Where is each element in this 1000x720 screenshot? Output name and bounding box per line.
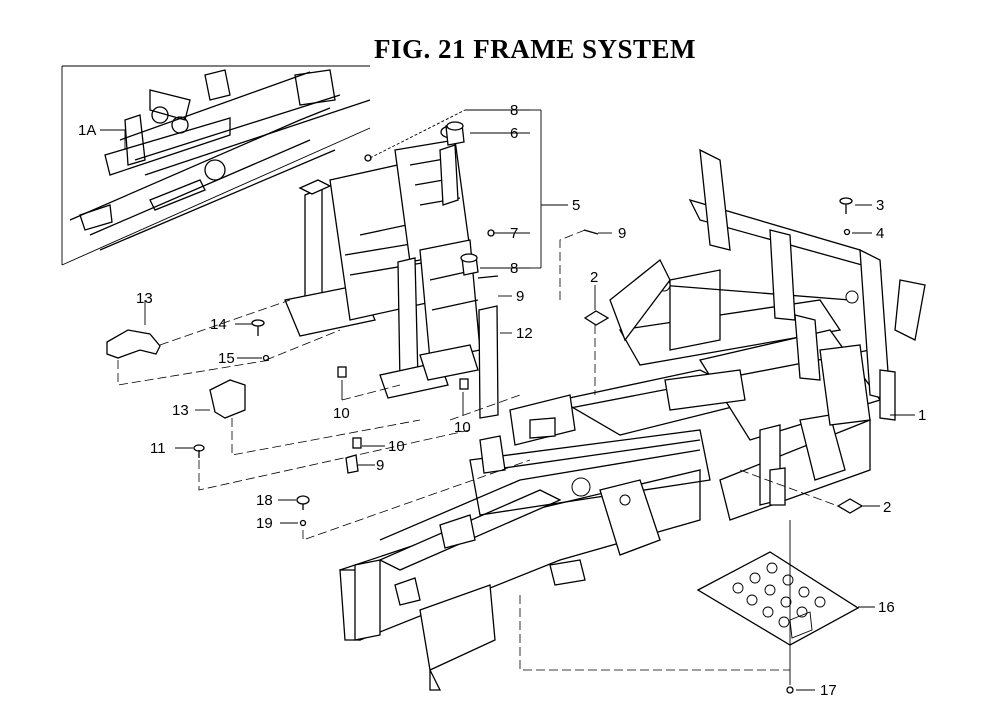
parts-5-group <box>364 121 599 279</box>
callout-7: 7 <box>510 225 518 242</box>
callout-14: 14 <box>210 316 227 333</box>
callout-6: 6 <box>510 125 518 142</box>
callout-12: 12 <box>516 325 533 342</box>
brackets-13 <box>106 329 246 419</box>
callout-11: 11 <box>150 440 166 457</box>
callout-9-lower: 9 <box>376 457 384 474</box>
callout-10-lower: 10 <box>388 438 405 455</box>
bar-12 <box>478 305 499 419</box>
callout-18: 18 <box>256 492 273 509</box>
callout-2-upper: 2 <box>590 269 598 286</box>
callout-4: 4 <box>876 225 884 242</box>
fasteners <box>193 197 853 694</box>
callout-9-mid: 9 <box>516 288 524 305</box>
main-frame-1 <box>339 148 926 691</box>
callout-13-lower: 13 <box>172 402 189 419</box>
inset-frame-1A <box>61 65 371 266</box>
callout-9-upper: 9 <box>618 225 626 242</box>
callout-10-right: 10 <box>454 419 471 436</box>
callout-2-lower: 2 <box>883 499 891 516</box>
dashed-assembly-lines <box>117 229 839 671</box>
callout-16: 16 <box>878 599 895 616</box>
callout-5: 5 <box>572 197 580 214</box>
callout-13-upper: 13 <box>136 290 153 307</box>
callout-1: 1 <box>918 407 926 424</box>
callout-1A: 1A <box>78 122 96 139</box>
callout-8-upper: 8 <box>510 102 518 119</box>
callout-labels: 1A 1 2 2 3 4 5 6 7 8 8 9 9 9 10 10 10 11… <box>78 102 926 699</box>
callout-3: 3 <box>876 197 884 214</box>
callout-17: 17 <box>820 682 837 699</box>
leader-lines <box>100 109 915 691</box>
callout-19: 19 <box>256 515 273 532</box>
figure-title: FIG. 21 FRAME SYSTEM <box>373 34 697 64</box>
console-assembly <box>284 125 481 399</box>
callout-15: 15 <box>218 350 235 367</box>
small-parts-10 <box>337 366 469 474</box>
callout-8-lower: 8 <box>510 260 518 277</box>
floor-plate-16 <box>696 551 860 646</box>
callout-10-left: 10 <box>333 405 350 422</box>
